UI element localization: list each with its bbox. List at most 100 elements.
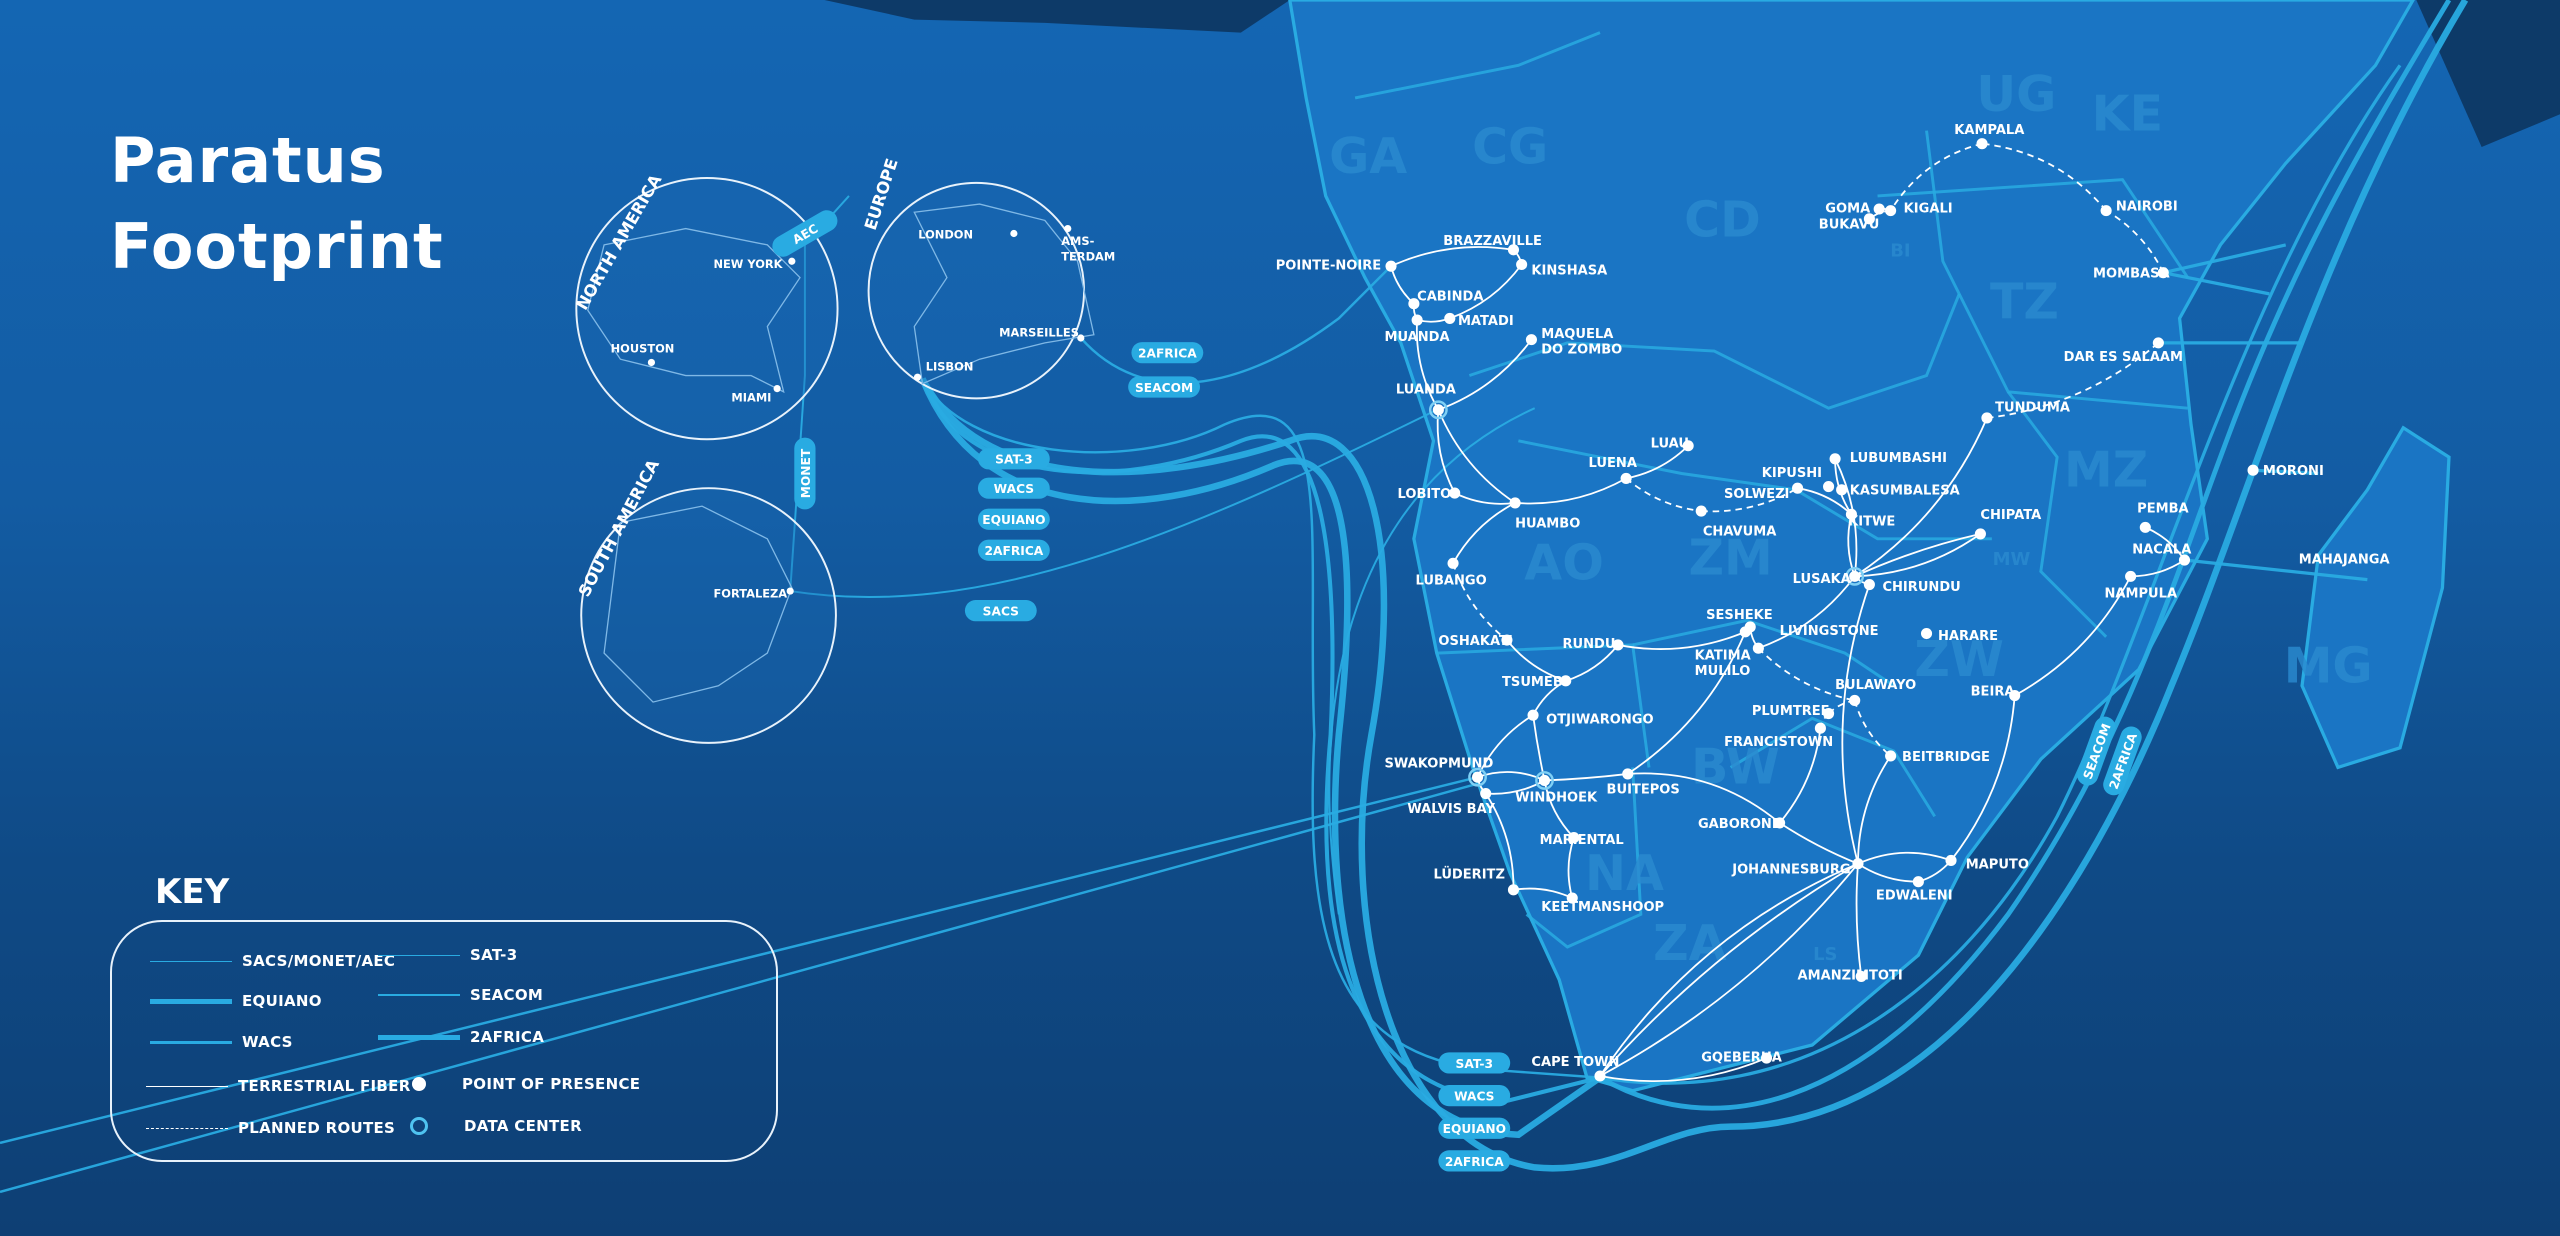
city-label-line: KIPUSHI (1762, 466, 1822, 481)
city-label-line: MOMBASA (2093, 267, 2170, 282)
fiber-route (1857, 851, 1952, 865)
city-label-line: CHIRUNDU (1882, 580, 1960, 595)
submarine-cable (921, 378, 1601, 1079)
city-label-line: LUBANGO (1416, 574, 1487, 589)
city-lusaka: LUSAKA (1793, 566, 1865, 587)
city-label: CABINDA (1417, 289, 1484, 304)
data-center-icon (1468, 767, 1487, 787)
data-center-icon (1845, 566, 1865, 586)
point-of-presence-icon (1981, 412, 1993, 424)
city-label-line: LOBITO (1398, 487, 1452, 502)
fiber-route (2014, 575, 2132, 697)
cable-label-pill (977, 448, 1050, 470)
city-label-line: KAMPALA (1954, 123, 2025, 138)
city-label: BRAZZAVILLE (1443, 234, 1542, 249)
city-label-line: MAQUELA (1541, 327, 1614, 342)
key-terrestrial: TERRESTRIAL FIBER (146, 1077, 411, 1095)
cable-label-equiano: EQUIANO (1438, 1117, 1511, 1139)
city-pemba: PEMBA (2137, 502, 2190, 533)
city-label: DAR ES SALAAM (2064, 350, 2183, 365)
city-label-line: BULAWAYO (1835, 678, 1916, 693)
planned-route (1701, 487, 1799, 513)
city-label-line: PLUMTREE (1752, 704, 1830, 719)
city-label-line: MUANDA (1384, 330, 1450, 345)
key-2africa: 2AFRICA (378, 1028, 544, 1046)
submarine-cable (1328, 407, 1536, 915)
city-ams-terdam: AMS-TERDAM (1061, 224, 1115, 263)
fiber-route (1506, 639, 1566, 682)
inset-circle (575, 176, 839, 441)
planned-route (1853, 700, 1892, 757)
country-code: MW (1993, 549, 2031, 570)
city-label-line: LUANDA (1396, 382, 1457, 397)
city-pointe-noire: POINTE-NOIRE (1276, 258, 1397, 273)
city-label-line: KASUMBALESA (1850, 484, 1961, 499)
point-of-presence-icon (1507, 884, 1520, 896)
arabia-land (2416, 0, 2560, 147)
point-of-presence-icon (1064, 224, 1072, 233)
europe-outline (913, 203, 1095, 385)
city-label: GQEBERHA (1701, 1050, 1783, 1065)
point-of-presence-icon (1568, 832, 1580, 844)
fiber-route (1484, 793, 1515, 890)
south-america-outline (603, 505, 793, 703)
city-edwaleni: EDWALENI (1876, 876, 1953, 904)
fiber-route (1627, 772, 1781, 824)
city-label: CHAVUMA (1703, 525, 1777, 540)
country-code: MZ (2064, 442, 2148, 499)
cable-label-pill (1128, 376, 1200, 398)
fiber-route (1599, 863, 1859, 1077)
africa-land (1288, 0, 2415, 1093)
city-label-line: POINTE-NOIRE (1276, 258, 1381, 273)
point-of-presence-icon (2247, 464, 2259, 476)
point-of-presence-icon (1538, 774, 1551, 787)
cable-label-pill (1438, 1117, 1511, 1139)
point-of-presence-icon (1885, 205, 1897, 217)
fiber-route (1477, 771, 1545, 782)
city-label: OTJIWARONGO (1546, 712, 1653, 727)
city-label-line: MAHAJANGA (2299, 552, 2391, 567)
key-title: KEY (155, 872, 230, 912)
point-of-presence-icon (1823, 707, 1835, 720)
fiber-route (1778, 728, 1822, 824)
city-label-line: JOHANNESBURG (1731, 863, 1850, 878)
city-label: LIVINGSTONE (1780, 624, 1879, 639)
key-label: SAT-3 (470, 946, 518, 964)
submarine-cable (1599, 64, 2402, 1085)
country-code: CD (1684, 192, 1761, 249)
cable-label-text: MONET (799, 448, 813, 498)
fiber-route (1854, 533, 1981, 578)
point-of-presence-icon (1480, 787, 1492, 800)
city-moroni: MORONI (2247, 464, 2324, 479)
planned-route (1986, 342, 2159, 419)
key-label: PLANNED ROUTES (238, 1119, 396, 1137)
city-beira: BEIRA (1971, 685, 2021, 702)
country-code: NA (1585, 845, 1664, 902)
point-of-presence-icon (913, 373, 922, 381)
key-label: SEACOM (470, 986, 544, 1004)
data-center-icon (1535, 771, 1554, 790)
city-lobito: LOBITO (1398, 487, 1461, 502)
map-key: SACS/MONET/AEC EQUIANO WACS TERRESTRIAL … (110, 920, 778, 1162)
point-of-presence-icon (1444, 312, 1456, 324)
city-label-line: SESHEKE (1706, 608, 1773, 623)
point-of-presence-icon (1560, 675, 1572, 687)
city-matadi: MATADI (1444, 312, 1514, 329)
point-of-presence-icon (1774, 817, 1786, 829)
point-of-presence-icon (647, 358, 656, 367)
city-label-line: AMANZIMTOTI (1798, 969, 1903, 984)
country-border (1877, 178, 2189, 279)
key-sacs: SACS/MONET/AEC (150, 952, 395, 970)
city-label: PEMBA (2137, 502, 2189, 517)
point-of-presence-icon (2100, 205, 2112, 217)
city-label: GOMA (1825, 201, 1871, 216)
point-of-presence-icon (1845, 508, 1857, 520)
city-brazzaville: BRAZZAVILLE (1443, 234, 1542, 256)
cable-label-monet: MONET (794, 437, 816, 510)
city-label: AMANZIMTOTI (1798, 969, 1903, 984)
cable-line-icon (378, 954, 460, 956)
point-of-presence-icon (1920, 627, 1933, 640)
key-planned: PLANNED ROUTES (146, 1119, 395, 1137)
